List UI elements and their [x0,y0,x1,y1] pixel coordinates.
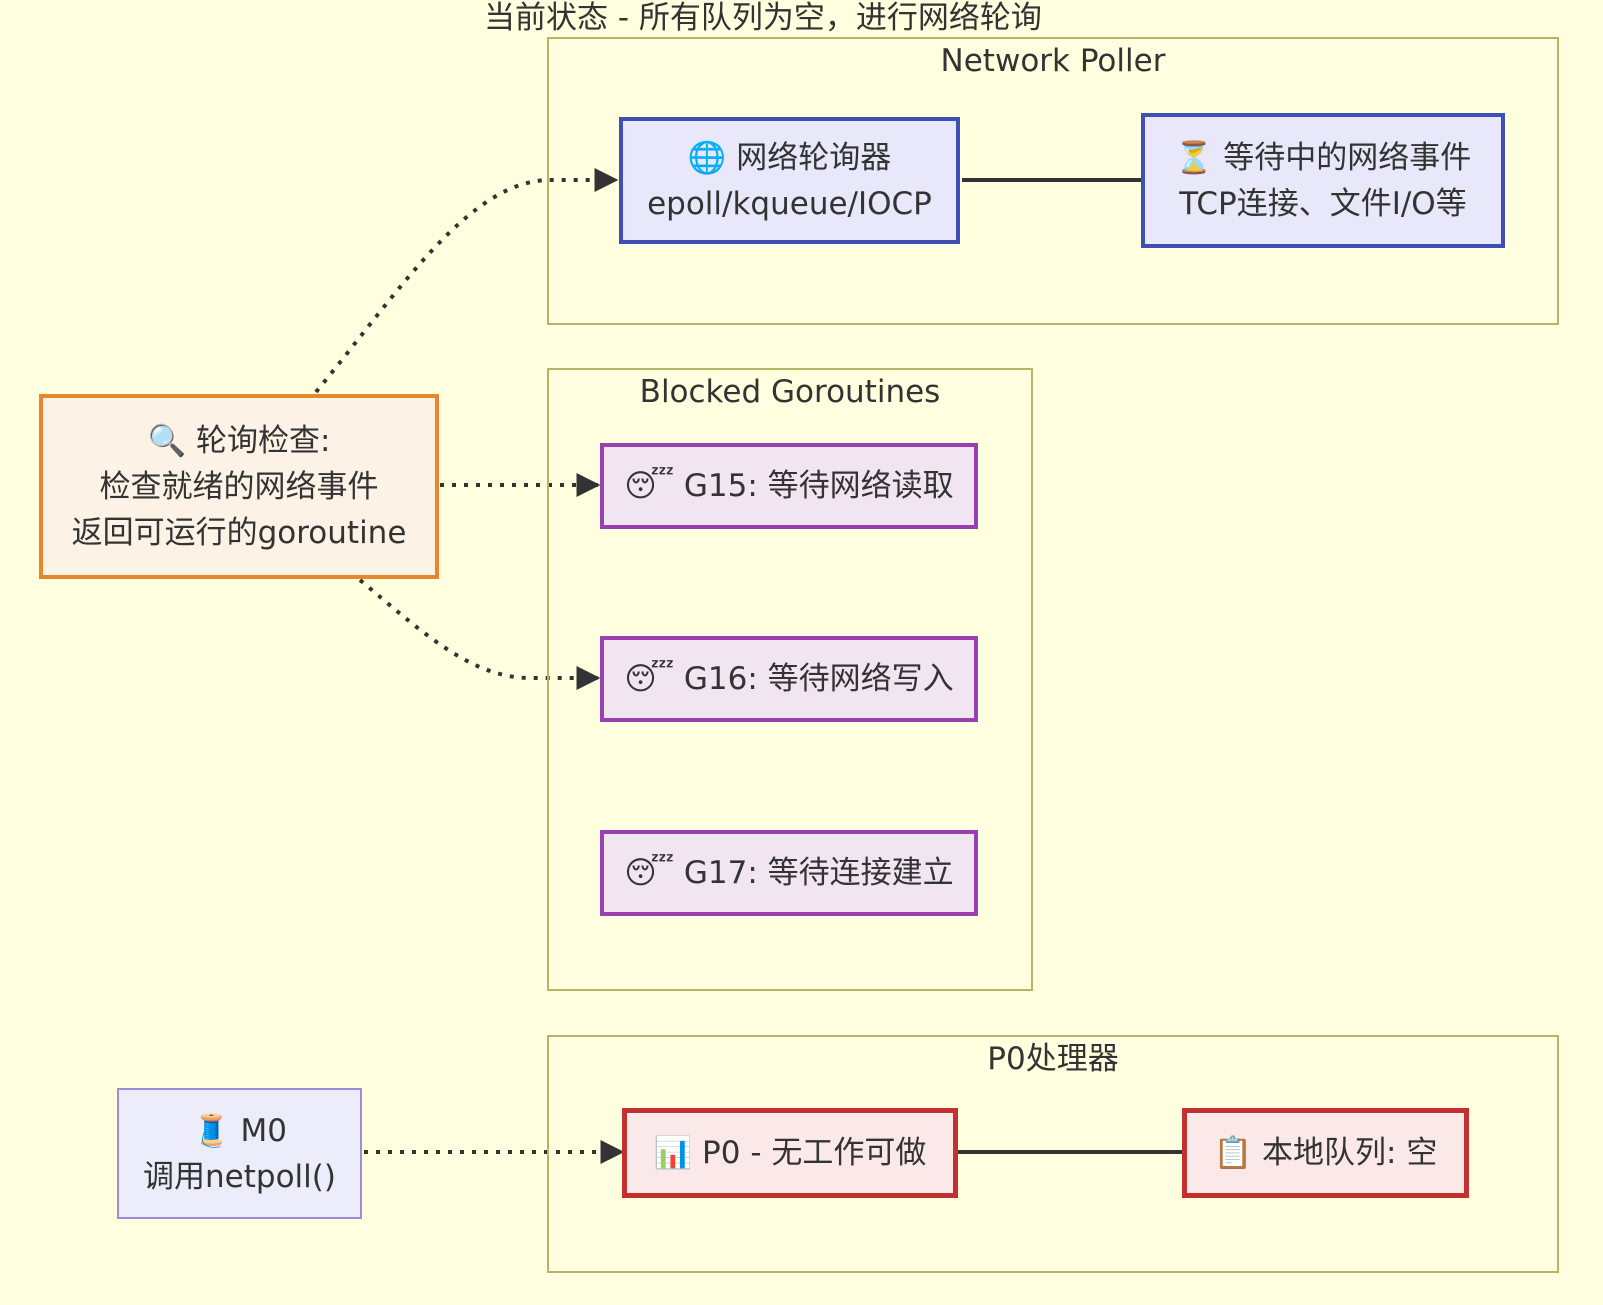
cluster-network-poller: Network Poller [547,37,1559,325]
node-m0-title: 🧵 M0 [192,1112,287,1149]
node-goroutine-g17-label: 😴 G17: 等待连接建立 [624,855,954,891]
node-network-poller-subtitle: epoll/kqueue/IOCP [647,185,932,222]
node-local-queue-label: 📋 本地队列: 空 [1213,1135,1438,1171]
node-poll-check-line3: 返回可运行的goroutine [71,514,407,551]
node-waiting-events-title: ⏳ 等待中的网络事件 [1174,139,1472,176]
cluster-blocked-goroutines-label: Blocked Goroutines [639,374,941,410]
node-p0-processor[interactable]: 📊 P0 - 无工作可做 [622,1108,958,1198]
node-goroutine-g15[interactable]: 😴 G15: 等待网络读取 [600,443,978,529]
node-local-queue[interactable]: 📋 本地队列: 空 [1182,1108,1469,1198]
node-goroutine-g15-label: 😴 G15: 等待网络读取 [624,468,954,504]
cluster-blocked-goroutines: Blocked Goroutines [547,368,1033,991]
node-network-poller[interactable]: 🌐 网络轮询器 epoll/kqueue/IOCP [619,117,960,244]
node-goroutine-g16-label: 😴 G16: 等待网络写入 [624,661,954,697]
node-m0-thread[interactable]: 🧵 M0 调用netpoll() [117,1088,362,1219]
node-poll-check-line2: 检查就绪的网络事件 [99,468,379,505]
edge-check-to-poller [314,168,619,394]
node-poll-check-title: 🔍 轮询检查: [147,422,331,459]
node-goroutine-g16[interactable]: 😴 G16: 等待网络写入 [600,636,978,722]
node-m0-subtitle: 调用netpoll() [143,1158,336,1195]
cluster-p0-processor: P0处理器 [547,1035,1559,1273]
node-waiting-events[interactable]: ⏳ 等待中的网络事件 TCP连接、文件I/O等 [1141,113,1505,248]
node-poll-check[interactable]: 🔍 轮询检查: 检查就绪的网络事件 返回可运行的goroutine [39,394,439,579]
node-network-poller-title: 🌐 网络轮询器 [687,139,892,176]
cluster-network-poller-label: Network Poller [940,43,1166,79]
node-p0-label: 📊 P0 - 无工作可做 [653,1135,927,1171]
cluster-p0-processor-label: P0处理器 [987,1041,1119,1077]
diagram-title-text: 当前状态 - 所有队列为空，进行网络轮询 [484,0,1042,36]
node-goroutine-g17[interactable]: 😴 G17: 等待连接建立 [600,830,978,916]
node-waiting-events-subtitle: TCP连接、文件I/O等 [1179,185,1467,222]
